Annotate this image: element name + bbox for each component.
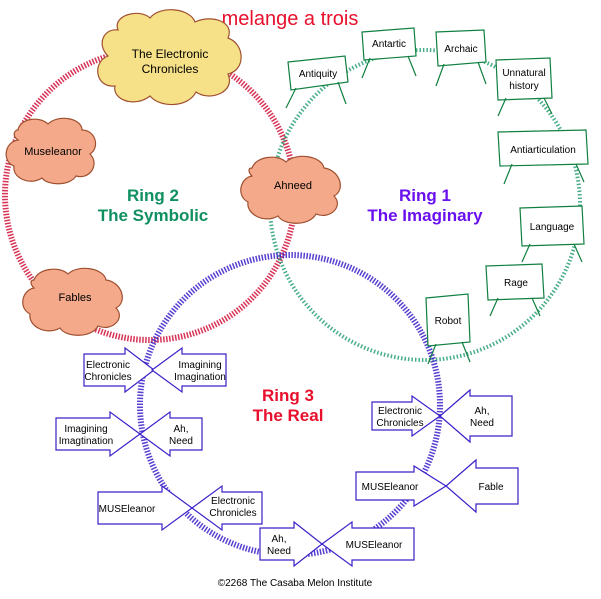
easel-label: Rage <box>504 278 528 289</box>
arrow-label: Fable <box>478 482 503 493</box>
arrow-ah-need-3: Ah, Need <box>259 520 323 568</box>
cloud-electronic-chronicles: The Electronic Chronicles <box>97 9 242 106</box>
arrow-label-line1: Electronic <box>86 360 130 371</box>
arrow-label-line2: Imagtination <box>59 436 113 447</box>
arrow-electronic-chronicles-3: Electronic Chronicles <box>190 484 263 532</box>
easel-label: Robot <box>435 316 462 327</box>
arrow-electronic-chronicles-2: Electronic Chronicles <box>371 394 442 438</box>
arrow-museleanor-left: MUSEleanor <box>97 484 194 532</box>
easel-label: Language <box>530 222 575 233</box>
easel-antiquity: Antiquity <box>285 55 349 109</box>
ring1-label-line1: Ring 1 <box>399 186 451 205</box>
arrow-label-line1: Ah, <box>173 424 188 435</box>
easel-label: Antartic <box>372 39 406 50</box>
easel-archaic: Archaic <box>435 29 487 87</box>
arrow-label-line1: Ah, <box>474 406 489 417</box>
easel-antartic: Antartic <box>361 27 417 79</box>
arrow-label-line1: Ah, <box>271 534 286 545</box>
arrow-ah-need-2: Ah, Need <box>439 388 513 444</box>
arrow-fable: Fable <box>445 458 519 514</box>
arrow-imagining-imagination-1: Imagining Imagination <box>150 346 227 394</box>
arrow-label-line1: Electronic <box>378 406 422 417</box>
ring1-label-line2: The Imaginary <box>367 206 483 225</box>
easel-antiarticulation: Antiarticulation <box>497 129 589 185</box>
ring2-label-line1: Ring 2 <box>127 186 179 205</box>
cloud-ahneed: Ahneed <box>240 155 341 224</box>
ring3-circle <box>137 252 443 558</box>
easel-language: Language <box>519 205 585 263</box>
arrow-label-line2: Need <box>169 436 193 447</box>
easel-label: Antiarticulation <box>510 145 576 156</box>
arrow-label: MUSEleanor <box>346 540 403 551</box>
easel-unnatural-history: Unnatural history <box>495 57 553 117</box>
cloud-label: Museleanor <box>24 146 82 158</box>
arrow-electronic-chronicles-1: Electronic Chronicles <box>83 346 155 394</box>
arrow-label: MUSEleanor <box>362 482 419 493</box>
arrow-label-line2: Chronicles <box>84 372 131 383</box>
arrow-label-line1: Imagining <box>64 424 107 435</box>
cloud-label-line2: Chronicles <box>142 62 199 76</box>
ring3-label-line2: The Real <box>253 406 324 425</box>
arrow-label-line2: Need <box>470 418 494 429</box>
easel-label-line1: Unnatural <box>502 68 545 79</box>
arrow-label-line1: Electronic <box>211 496 255 507</box>
arrow-label-line2: Imagination <box>174 372 226 383</box>
cloud-label: Fables <box>58 292 92 304</box>
arrow-label-line1: Imagining <box>178 360 221 371</box>
easel-robot: Robot <box>425 293 471 365</box>
arrow-museleanor-bottom: MUSEleanor <box>320 520 415 568</box>
easel-label-line2: history <box>509 81 538 92</box>
ring2-label-line2: The Symbolic <box>98 206 209 225</box>
arrow-label-line2: Chronicles <box>209 508 256 519</box>
arrow-label-line2: Chronicles <box>376 418 423 429</box>
arrow-ah-need-1: Ah, Need <box>138 410 203 458</box>
diagram-title: melange a trois <box>222 8 359 30</box>
cloud-fables: Fables <box>22 267 123 336</box>
arrow-label-line2: Need <box>267 546 291 557</box>
arrow-museleanor-right: MUSEleanor <box>355 464 448 508</box>
arrow-label: MUSEleanor <box>99 504 156 515</box>
easel-label: Antiquity <box>299 69 337 80</box>
easel-rage: Rage <box>485 263 545 317</box>
easel-label: Archaic <box>444 44 477 55</box>
arrow-imagining-imagtination: Imagining Imagtination <box>55 410 142 458</box>
cloud-museleanor: Museleanor <box>5 117 97 185</box>
ring3-label-line1: Ring 3 <box>262 386 314 405</box>
cloud-label-line1: The Electronic <box>132 47 209 61</box>
copyright-text: ©2268 The Casaba Melon Institute <box>218 578 373 589</box>
cloud-label: Ahneed <box>274 180 312 192</box>
